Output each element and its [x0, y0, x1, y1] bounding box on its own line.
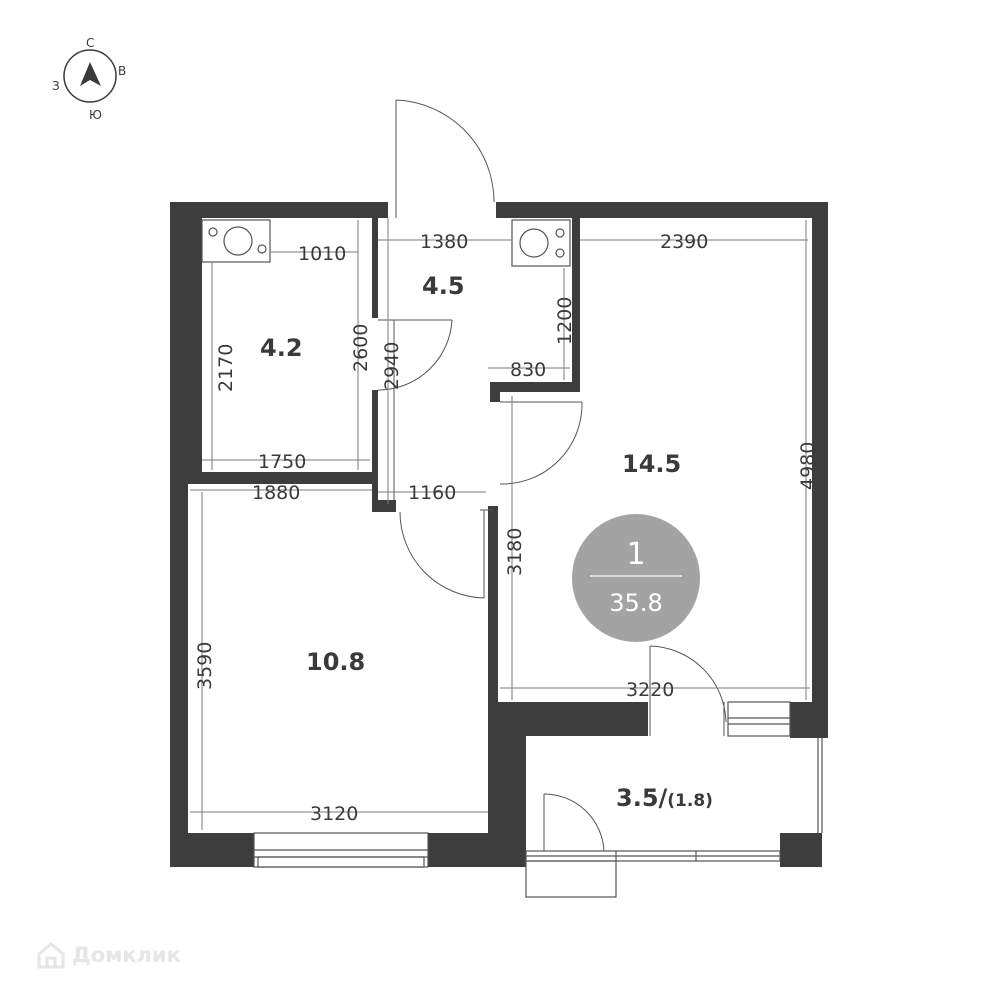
dim-1380: 1380 — [420, 231, 468, 253]
dimension-lines — [190, 218, 810, 830]
dim-2170: 2170 — [215, 344, 237, 392]
compass: С В Ю З — [52, 36, 126, 122]
dim-1010: 1010 — [298, 243, 346, 265]
walls — [170, 202, 828, 867]
fixtures — [201, 219, 571, 267]
room-area-kitchen-living: 14.5 — [622, 450, 681, 478]
compass-circle — [63, 49, 117, 103]
windows — [253, 701, 823, 898]
dim-1880: 1880 — [252, 482, 300, 504]
dim-3120: 3120 — [310, 803, 358, 825]
badge-rooms: 1 — [626, 537, 645, 572]
stove-icon — [511, 219, 571, 267]
apartment-badge: 1 35.8 — [572, 514, 700, 642]
compass-south: Ю — [89, 108, 102, 122]
logo: Домклик — [36, 940, 181, 970]
room-area-bedroom: 10.8 — [306, 648, 365, 676]
dim-2600: 2600 — [350, 324, 372, 372]
room-area-bathroom: 4.2 — [260, 334, 303, 362]
house-icon — [37, 942, 65, 969]
kitchen-window — [727, 701, 791, 737]
badge-total-area: 35.8 — [609, 589, 662, 617]
dim-3220: 3220 — [626, 679, 674, 701]
dim-2390: 2390 — [660, 231, 708, 253]
dim-3180: 3180 — [504, 528, 526, 576]
dim-830: 830 — [510, 359, 546, 381]
dim-3590: 3590 — [194, 642, 216, 690]
logo-text: Домклик — [72, 943, 181, 967]
dim-4980: 4980 — [797, 442, 819, 490]
compass-north: С — [86, 36, 94, 50]
balcony-area: 3.5/ — [616, 784, 668, 812]
dim-1750: 1750 — [258, 451, 306, 473]
washer-icon — [201, 219, 271, 263]
compass-west: З — [52, 79, 60, 93]
room-area-balcony: 3.5/(1.8) — [616, 784, 713, 812]
balcony-reduced-area: (1.8) — [667, 791, 713, 811]
dim-2940: 2940 — [381, 342, 403, 390]
dim-1160: 1160 — [408, 482, 456, 504]
doors — [377, 99, 727, 852]
compass-east: В — [118, 64, 126, 78]
badge-circle — [572, 514, 700, 642]
compass-arrow-icon — [80, 62, 101, 86]
dim-1200: 1200 — [554, 297, 576, 345]
room-area-hallway: 4.5 — [422, 272, 465, 300]
